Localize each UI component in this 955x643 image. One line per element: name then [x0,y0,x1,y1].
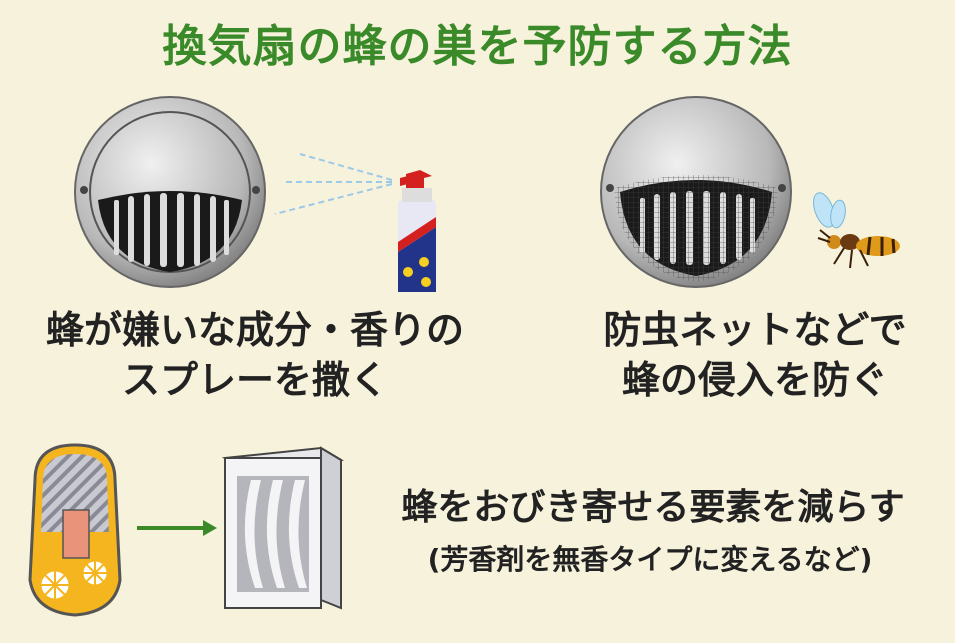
method-1-line1: 蜂が嫌いな成分・香りの [45,308,464,352]
method-1-caption: 蜂が嫌いな成分・香りの スプレーを撒く [20,305,490,405]
unscented-box-icon [221,446,345,610]
method-2-line1: 防虫ネットなどで [603,308,907,352]
method-3-line1: 蜂をおびき寄せる要素を減らす [401,487,905,528]
wasp-icon [813,192,900,269]
vent-hood-net-illustration [600,96,900,288]
spray-can-icon [398,170,436,292]
air-freshener-icon [28,443,122,617]
method-2-caption: 防虫ネットなどで 蜂の侵入を防ぐ [565,305,945,405]
net-icon [614,175,778,282]
method-3-line2: (芳香剤を無香タイプに変えるなど) [427,543,873,576]
page-title: 換気扇の蜂の巣を予防する方法 [162,21,793,72]
vent-hood-spray-illustration [74,96,436,292]
arrow-right-icon [137,520,217,536]
air-freshener-illustration [28,443,345,617]
method-1-line2: スプレーを撒く [121,358,388,402]
method-2-line2: 蜂の侵入を防ぐ [621,358,888,402]
